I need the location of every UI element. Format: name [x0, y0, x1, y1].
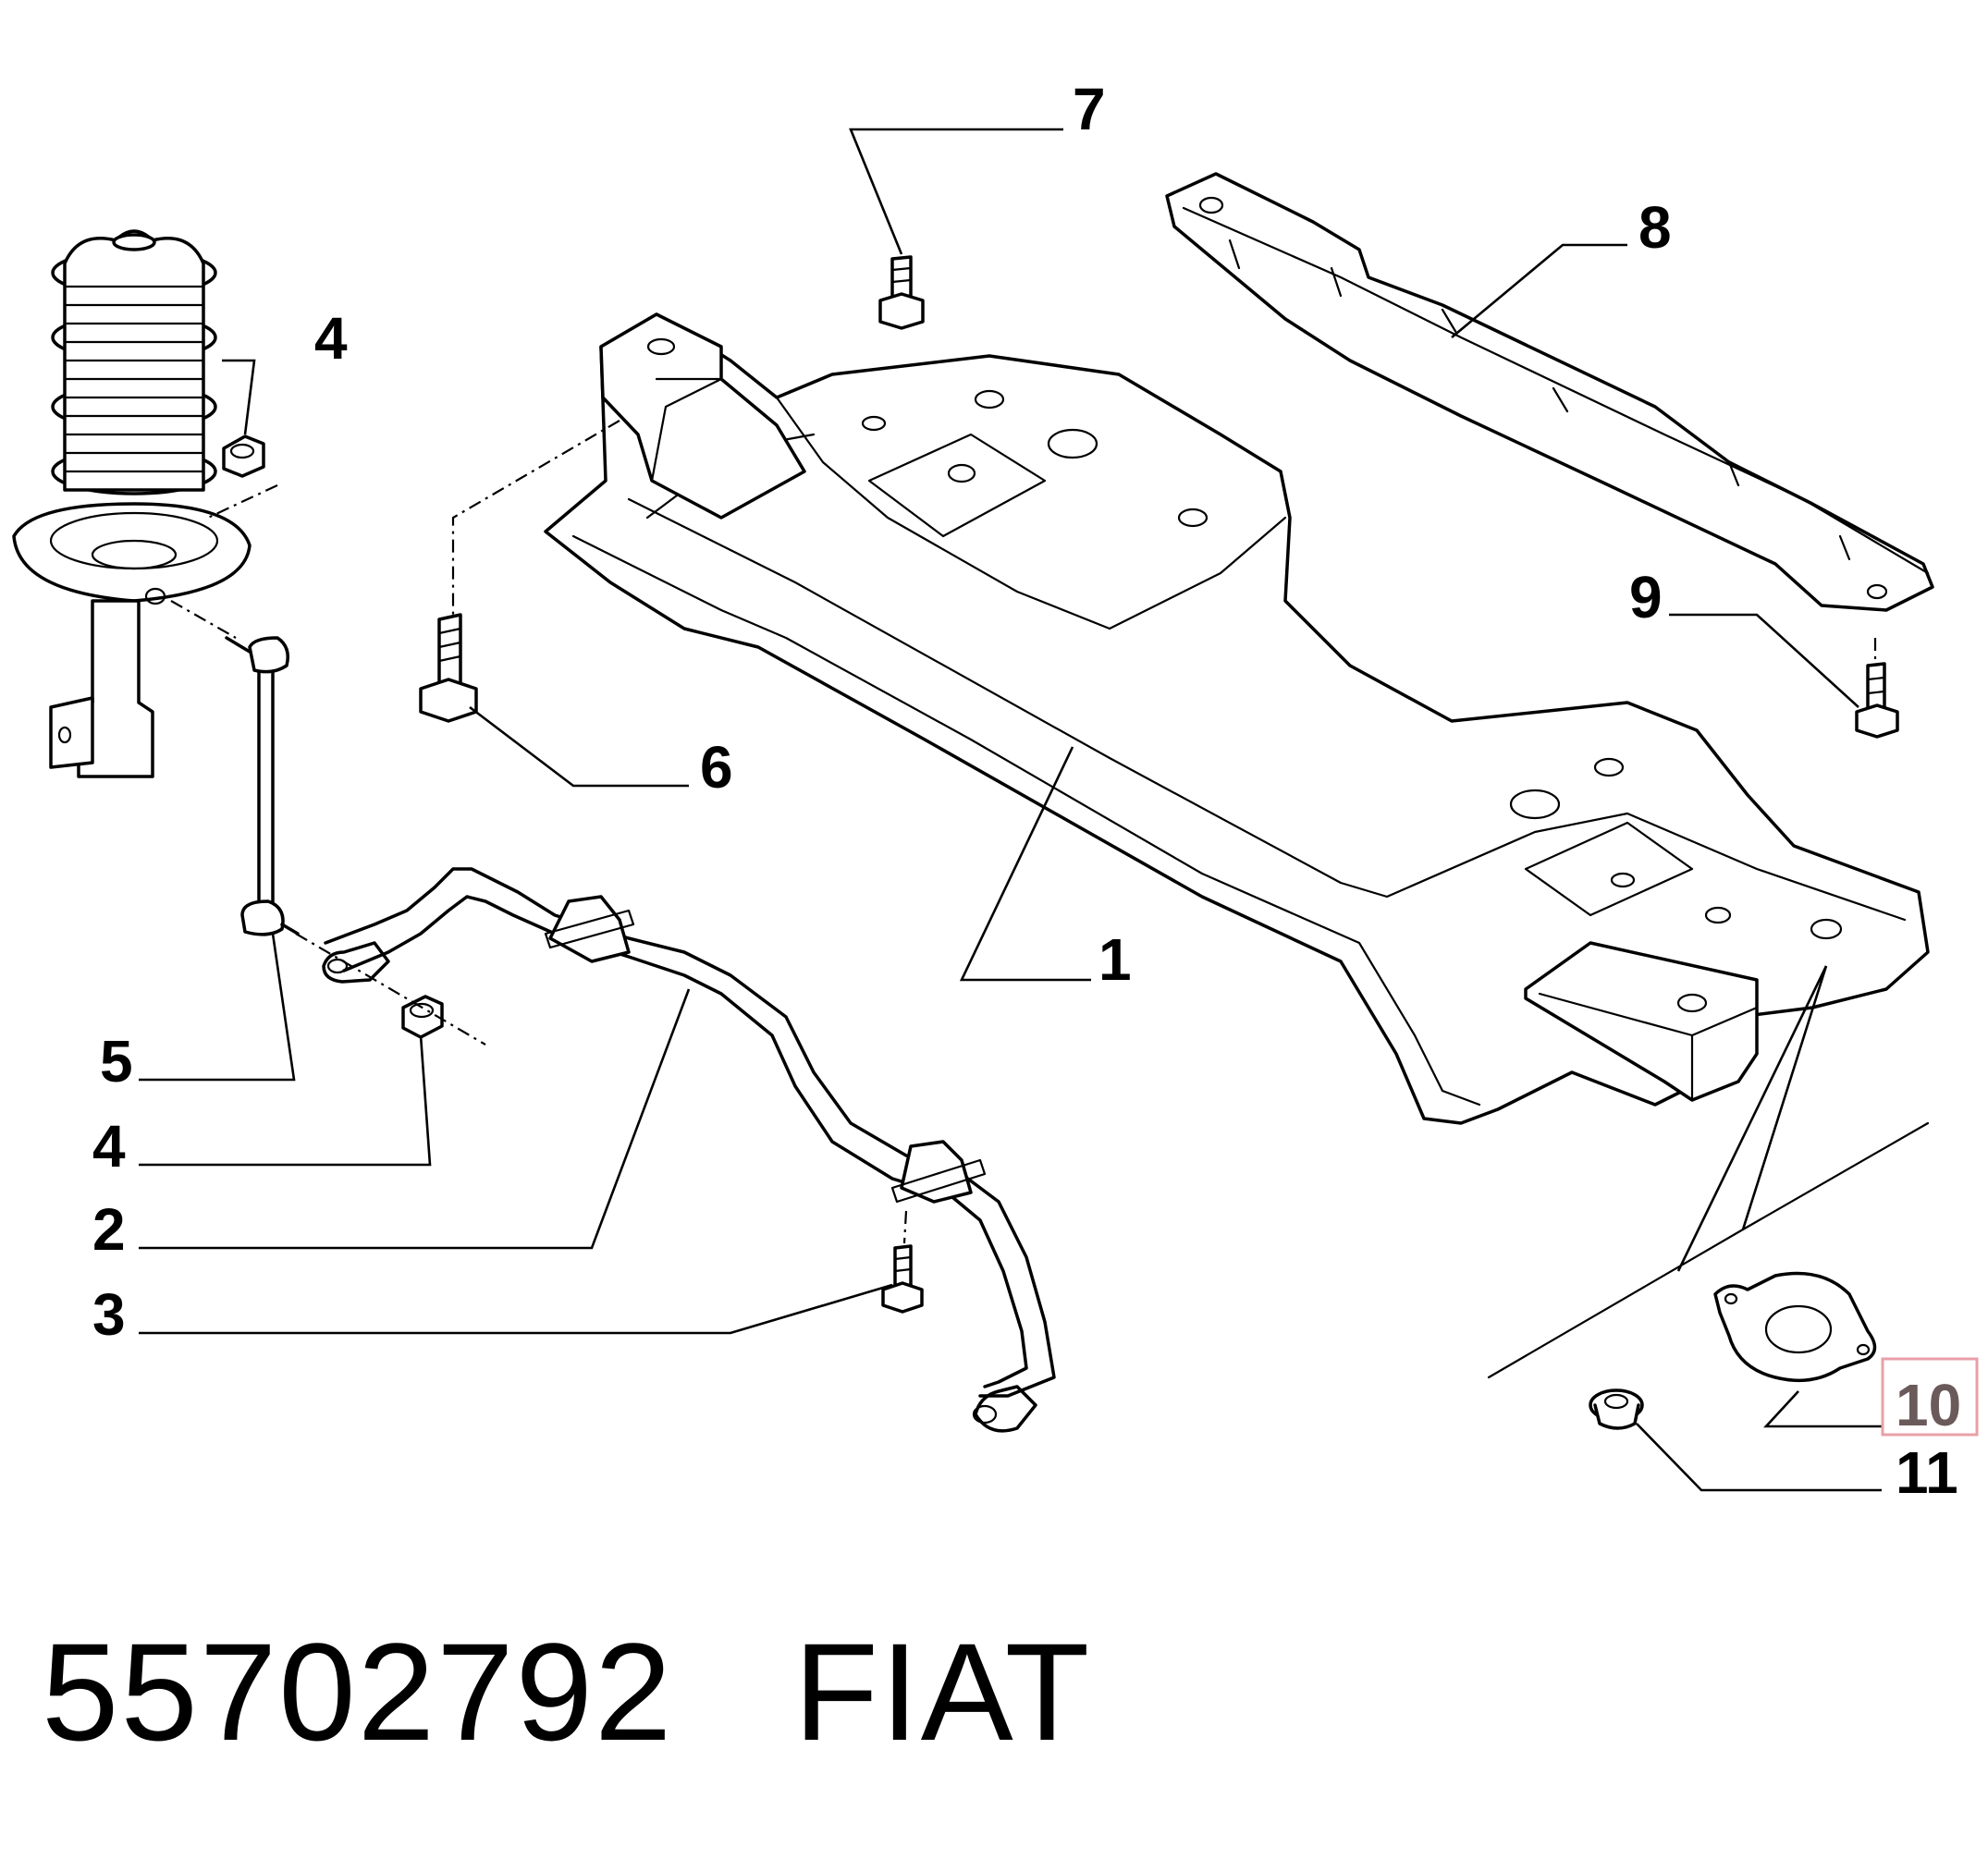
part-number: 55702792	[42, 1614, 674, 1769]
callout-3: 3	[92, 1281, 126, 1348]
bolt-part-6	[419, 613, 478, 723]
strut-part-8	[1165, 172, 1934, 612]
brand-name: FIAT	[793, 1614, 1092, 1769]
nut-part-4-upper	[222, 434, 265, 478]
bolt-part-3	[881, 1244, 924, 1314]
callout-numbers: 1 2 3 4 4 5 6 7 8 9 10 11	[92, 76, 1979, 1506]
callout-8: 8	[1638, 194, 1672, 261]
strut-assembly	[12, 229, 252, 778]
callout-7: 7	[1073, 76, 1106, 142]
callout-5: 5	[100, 1028, 133, 1095]
bolt-part-9	[1855, 662, 1899, 739]
subframe-part-1	[544, 312, 1930, 1125]
callout-10: 10	[1896, 1372, 1961, 1438]
callout-4-upper: 4	[314, 305, 348, 372]
callout-1: 1	[1098, 926, 1132, 993]
bushing-part-11	[1589, 1388, 1644, 1430]
callout-4-lower: 4	[92, 1113, 126, 1180]
callout-10-highlight-box	[1881, 1357, 1979, 1437]
assembly-lines	[170, 420, 1930, 1379]
stabilizer-bar-part-2	[322, 867, 1056, 1433]
leader-lines	[139, 128, 1882, 1492]
callout-9: 9	[1629, 564, 1663, 630]
callout-6: 6	[700, 734, 733, 801]
nut-part-4-lower	[401, 995, 444, 1039]
gasket-part-10	[1713, 1271, 1877, 1383]
bolt-part-7	[878, 255, 925, 330]
callout-11: 11	[1896, 1439, 1958, 1506]
callout-2: 2	[92, 1196, 126, 1263]
stabilizer-link-part-5	[225, 636, 300, 936]
